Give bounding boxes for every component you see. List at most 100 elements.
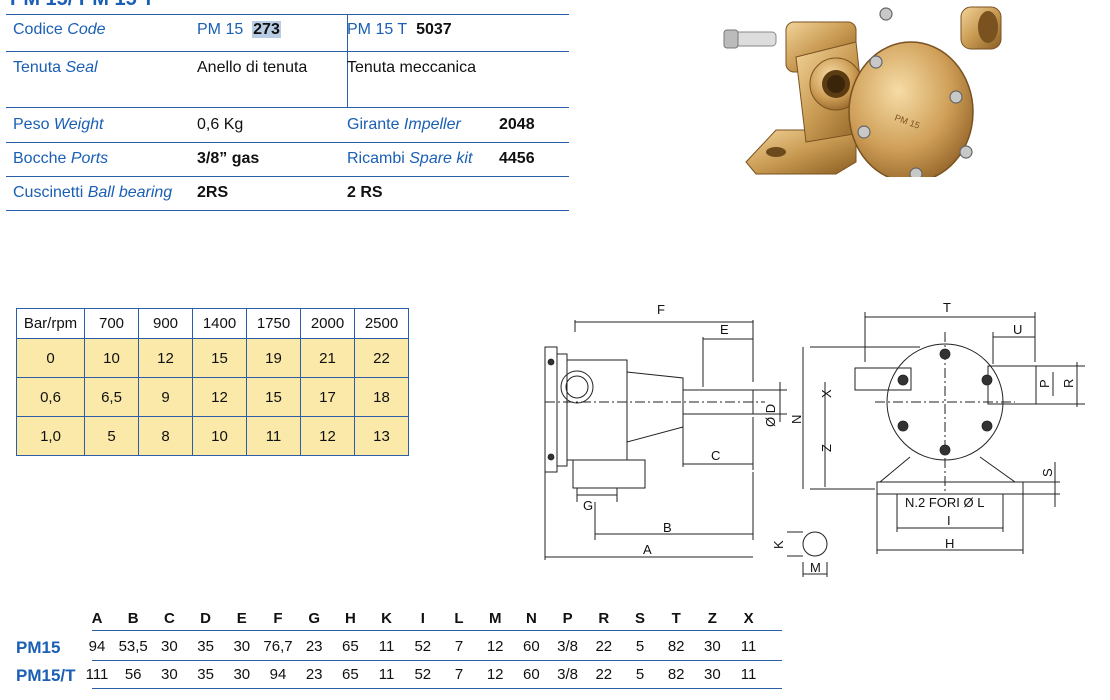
dim-label-i: I	[947, 513, 951, 528]
perf-cell: 12	[300, 416, 355, 456]
dim-label-b: B	[663, 520, 672, 535]
ports-label: Bocche Ports	[13, 150, 109, 167]
dim-cell: 76,7	[263, 638, 293, 655]
impeller-label: Girante Impeller	[347, 116, 461, 133]
pump-photo: PM 15	[723, 6, 1002, 177]
dim-cell: 3/8	[557, 638, 579, 655]
sparekit-label: Ricambi Spare kit	[347, 150, 473, 167]
perf-cell: 5	[84, 416, 139, 456]
perf-cell: 0	[16, 338, 85, 378]
dim-label-n: N	[789, 415, 804, 424]
dim-cell: 52	[414, 638, 432, 655]
dim-cell: 23	[305, 666, 323, 683]
dim-cell: 30	[233, 666, 251, 683]
seal-label: Tenuta Seal	[13, 59, 98, 76]
ports-value: 3/8” gas	[197, 150, 260, 167]
dim-cell: 30	[704, 638, 721, 655]
dim-col-header: E	[236, 610, 247, 627]
dim-col-header: G	[308, 610, 321, 627]
dim-col-header: B	[127, 610, 139, 627]
sparekit-value: 4456	[499, 150, 535, 167]
perf-cell: 12	[138, 338, 193, 378]
dim-label-d: Ø D	[763, 404, 778, 427]
dim-cell: 60	[523, 638, 540, 655]
table-row: 1,0 5 8 10 11 12 13	[16, 416, 409, 456]
perf-header-cell: Bar/rpm	[16, 308, 85, 339]
dim-cell: 7	[454, 638, 464, 655]
dim-cell: 30	[161, 638, 178, 655]
perf-cell: 18	[354, 377, 409, 417]
code-label: Codice Code	[13, 21, 106, 38]
dim-col-header: K	[381, 610, 393, 627]
dim-label-z: Z	[819, 444, 834, 452]
dim-col-header: Z	[707, 610, 717, 627]
dim-cell: 22	[595, 666, 613, 683]
perf-cell: 10	[84, 338, 139, 378]
dim-cell: 22	[595, 638, 613, 655]
page-title: PM 15/ PM 15 T	[10, 0, 155, 11]
seal-pm15t: Tenuta meccanica	[347, 59, 476, 76]
perf-header-cell: 900	[138, 308, 193, 339]
perf-cell: 0,6	[16, 377, 85, 417]
dim-col-header: T	[671, 610, 681, 627]
dim-label-u: U	[1013, 322, 1022, 337]
bearing-label: Cuscinetti Ball bearing	[13, 184, 173, 201]
dim-label-m: M	[810, 560, 821, 575]
spec-table: Codice Code PM 15 273 PM 15 T 5037 Tenut…	[6, 14, 569, 212]
dim-cell: 11	[378, 666, 395, 683]
dim-col-header: D	[200, 610, 212, 627]
weight-label: Peso Weight	[13, 116, 104, 133]
dim-cell: 94	[269, 666, 287, 683]
bearing-pm15: 2RS	[197, 184, 229, 201]
perf-cell: 12	[192, 377, 247, 417]
dim-cell: 52	[414, 666, 432, 683]
perf-cell: 10	[192, 416, 247, 456]
dim-label-f: F	[657, 302, 665, 317]
dim-label-a: A	[643, 542, 652, 557]
perf-cell: 11	[246, 416, 301, 456]
dim-col-header: M	[488, 610, 502, 627]
model-name: PM15/T	[16, 666, 76, 685]
dim-cell: 12	[486, 666, 504, 683]
perf-cell: 21	[300, 338, 355, 378]
dim-col-header: A	[91, 610, 103, 627]
dim-cell: 3/8	[557, 666, 579, 683]
dim-cell: 65	[342, 638, 359, 655]
dim-cell: 7	[454, 666, 464, 683]
dim-col-header: L	[454, 610, 464, 627]
dim-label-p: P	[1037, 379, 1052, 388]
perf-cell: 19	[246, 338, 301, 378]
perf-cell: 22	[354, 338, 409, 378]
seal-pm15: Anello di tenuta	[197, 59, 308, 76]
dim-cell: 35	[197, 666, 214, 683]
dim-col-header: C	[163, 610, 175, 627]
dim-label-holes: N.2 FORI Ø L	[905, 495, 984, 510]
drawing-labels: F E Ø D C G B A T U N X Z P R S N.2 FORI…	[583, 300, 1076, 575]
code-pm15t: PM 15 T 5037	[347, 21, 452, 38]
performance-table: Bar/rpm 700 900 1400 1750 2000 2500 0 10…	[16, 308, 409, 456]
performance-header-row: Bar/rpm 700 900 1400 1750 2000 2500	[16, 308, 409, 339]
perf-cell: 13	[354, 416, 409, 456]
perf-cell: 9	[138, 377, 193, 417]
dim-cell: 60	[523, 666, 540, 683]
dim-cell: 65	[342, 666, 359, 683]
dim-cell: 11	[740, 638, 757, 655]
dim-cell: 30	[704, 666, 721, 683]
technical-drawing: F E Ø D C G B A T U N X Z P R S N.2 FORI…	[544, 300, 1085, 577]
perf-header-cell: 2500	[354, 308, 409, 339]
perf-header-cell: 1750	[246, 308, 301, 339]
dim-label-k: K	[771, 540, 786, 549]
dim-cell: 53,5	[118, 638, 148, 655]
dim-label-r: R	[1061, 379, 1076, 388]
dim-cell: 23	[305, 638, 323, 655]
dim-cell: 82	[667, 638, 685, 655]
dim-cell: 94	[88, 638, 106, 655]
dim-label-h: H	[945, 536, 954, 551]
dim-label-s: S	[1040, 468, 1055, 477]
perf-header-cell: 700	[84, 308, 139, 339]
dim-cell: 56	[124, 666, 142, 683]
perf-cell: 15	[246, 377, 301, 417]
